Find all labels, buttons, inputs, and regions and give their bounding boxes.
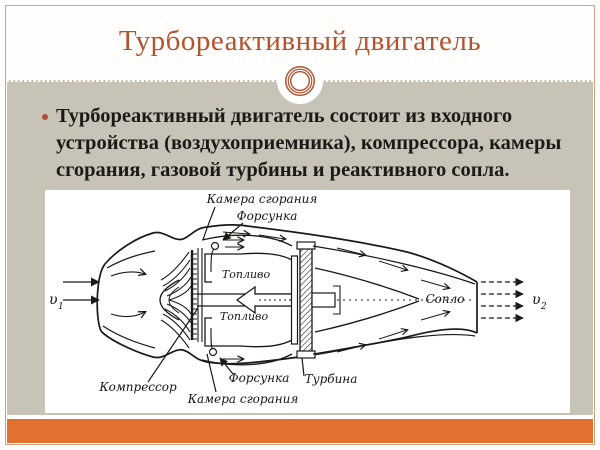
label-leader-lines	[147, 206, 305, 393]
slide-title: Турбореактивный двигатель	[118, 24, 482, 57]
exit-flow-arrows	[481, 277, 524, 323]
diagram-label-turbine: Турбина	[305, 372, 358, 386]
turbine-discs	[290, 241, 341, 359]
inlet-flow-arrows	[63, 272, 145, 317]
diagram-label-fuel-top: Топливо	[222, 268, 271, 281]
bullet-text: Турбореактивный двигатель состоит из вхо…	[56, 105, 562, 181]
diagram-label-injector-top: Форсунка	[237, 209, 298, 223]
diagram-label-v2: υ	[532, 292, 541, 308]
diagram-label-fuel-bottom: Топливо	[220, 310, 269, 323]
diagram-label-injector-bottom: Форсунка	[229, 371, 290, 385]
compressor-rotor	[160, 248, 203, 349]
diagram-label-v1: υ	[49, 292, 58, 308]
diagram-label-chamber-bottom: Камера сгорания	[187, 392, 299, 406]
exhaust-cone	[312, 245, 476, 355]
diagram-label-compressor: Компрессор	[98, 380, 177, 394]
diagram-label-nozzle: Сопло	[426, 292, 465, 306]
combustion-chamber	[201, 234, 293, 366]
title-zone: Турбореактивный двигатель	[10, 8, 590, 74]
shaft-and-arrow	[197, 285, 471, 315]
diagram-label-v1-sub: 1	[58, 302, 64, 312]
circle-ornament-icon	[283, 64, 317, 103]
turbojet-engine-diagram: Камера сгорания Форсунка Топливо Топливо…	[49, 192, 547, 406]
diagram-label-v2-sub: 2	[540, 302, 547, 312]
diagram-box: Камера сгорания Форсунка Топливо Топливо…	[45, 190, 570, 413]
bottom-accent-bar	[7, 419, 593, 443]
diagram-label-chamber-top: Камера сгорания	[206, 192, 318, 206]
bullet-icon	[42, 114, 48, 120]
bullet-block: Турбореактивный двигатель состоит из вхо…	[40, 103, 574, 184]
